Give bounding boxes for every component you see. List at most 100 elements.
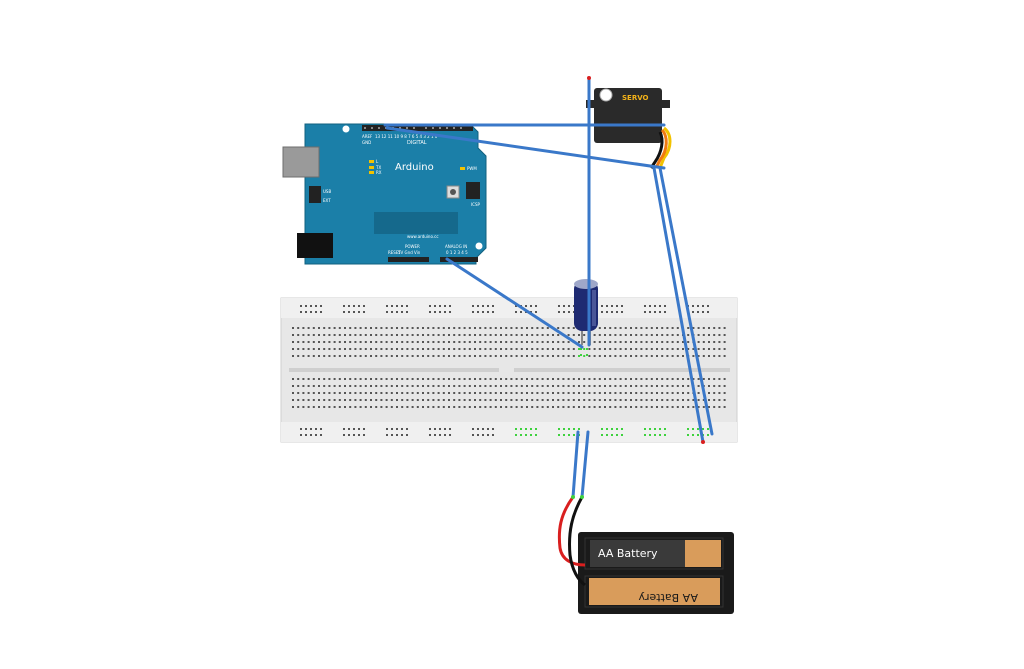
breadboard-hole [687,348,690,350]
breadboard-hole [562,378,565,380]
breadboard-hole [292,348,294,350]
breadboard-hole [557,334,560,336]
breadboard-hole [593,355,596,357]
breadboard-hole [458,406,461,408]
breadboard-hole [338,355,341,357]
breadboard-hole [439,305,441,307]
breadboard-hole [437,385,440,387]
breadboard-hole [666,355,669,357]
breadboard-hole [437,348,440,350]
breadboard-hole [375,378,378,380]
breadboard-hole [666,348,669,350]
breadboard-hole [515,378,518,380]
reset-button-cap [450,189,456,195]
breadboard-hole [630,392,632,394]
breadboard-hole [510,348,513,350]
breadboard-hole [505,334,508,336]
breadboard-hole [635,327,638,329]
power-pins-label: 5V Gnd Vin [398,250,421,255]
breadboard-hole [697,348,700,350]
breadboard-hole [385,334,388,336]
breadboard-hole [635,378,638,380]
breadboard-hole [385,385,388,387]
breadboard-hole [338,327,341,329]
breadboard-hole [650,399,653,401]
breadboard-hole [621,311,623,313]
breadboard-hole [333,348,336,350]
breadboard-hole [656,392,658,394]
breadboard-hole [578,385,580,387]
breadboard-hole [546,406,549,408]
breadboard-hole [697,406,700,408]
breadboard-hole [520,341,523,343]
breadboard-hole [458,341,461,343]
breadboard-hole [500,327,502,329]
breadboard-hole [320,305,322,307]
breadboard-hole [437,334,440,336]
breadboard-hole [606,428,608,430]
breadboard-hole [578,392,580,394]
breadboard-hole [463,355,466,357]
breadboard-hole [385,348,388,350]
breadboard-hole [437,327,440,329]
breadboard-hole [619,341,622,343]
battery-pack: AA Battery AA Battery [557,496,734,614]
breadboard-hole [656,334,658,336]
breadboard-hole [396,355,398,357]
breadboard-hole [307,392,310,394]
breadboard-hole [442,334,445,336]
breadboard-hole [358,305,360,307]
breadboard-hole [375,355,378,357]
breadboard-hole [525,434,527,436]
breadboard-hole [432,378,435,380]
breadboard-hole [300,428,302,430]
breadboard-hole [375,348,378,350]
breadboard-hole [616,305,618,307]
breadboard-hole [606,434,608,436]
analog-pins-label: 0 1 2 3 4 5 [446,250,468,255]
breadboard-hole [593,406,596,408]
breadboard-hole [458,385,461,387]
breadboard-hole [541,385,544,387]
breadboard-hole [510,399,513,401]
breadboard-hole [500,399,502,401]
breadboard-hole [692,311,694,313]
breadboard-hole [472,428,474,430]
breadboard-hole [708,378,710,380]
breadboard-hole [396,406,398,408]
breadboard-hole [396,428,398,430]
breadboard-hole [416,406,419,408]
breadboard-hole [536,348,539,350]
breadboard-hole [358,311,360,313]
breadboard-hole [515,334,518,336]
breadboard-hole [390,399,393,401]
breadboard-hole [515,305,517,307]
breadboard-hole [444,428,446,430]
breadboard-hole [664,311,666,313]
breadboard-hole [562,406,565,408]
breadboard-hole [546,378,549,380]
breadboard-hole [380,327,383,329]
breadboard-hole [635,392,638,394]
breadboard-hole [671,392,674,394]
breadboard-hole [328,341,331,343]
breadboard-hole [427,327,430,329]
breadboard-hole [654,311,656,313]
breadboard-hole [323,341,326,343]
breadboard-hole [666,341,669,343]
breadboard-hole [661,385,664,387]
breadboard-hole [333,327,336,329]
breadboard-hole [649,434,651,436]
breadboard-hole [531,385,534,387]
breadboard-hole [396,434,398,436]
breadboard-hole [692,305,694,307]
breadboard-hole [588,385,591,387]
breadboard-hole [572,392,575,394]
breadboard-hole [682,341,684,343]
breadboard-hole [307,378,310,380]
servo: SERVO [586,88,672,169]
pwm-label: PWM [467,166,477,171]
battery-cell-top-label-band [590,540,685,567]
breadboard-hole [707,428,709,430]
breadboard-hole [363,311,365,313]
